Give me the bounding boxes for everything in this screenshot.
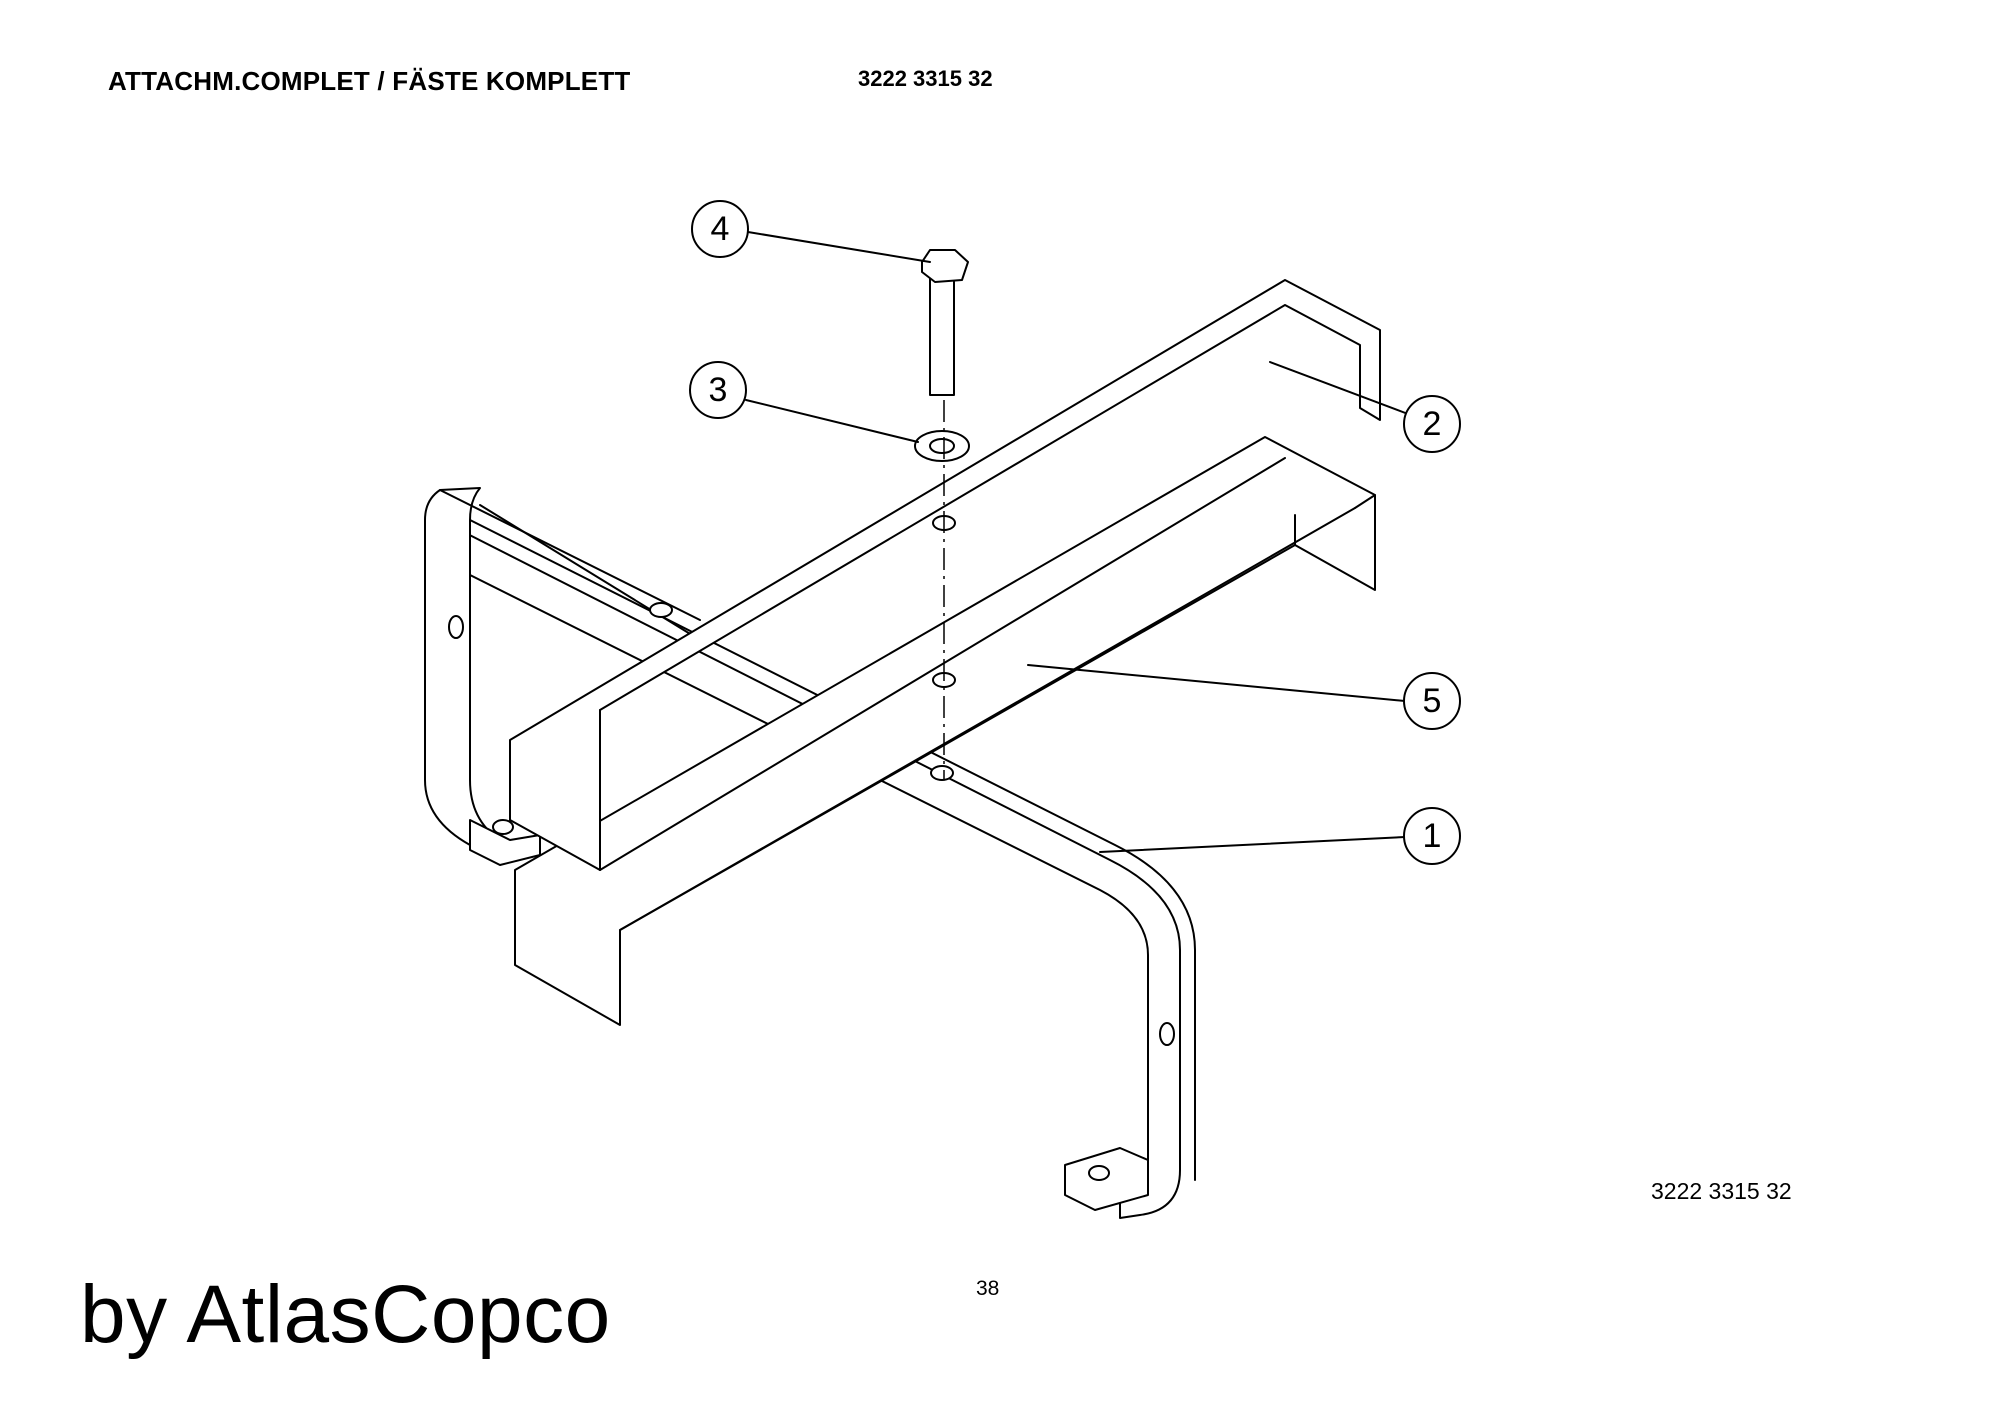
- callout-5: 5: [1403, 672, 1461, 730]
- page-title: ATTACHM.COMPLET / FÄSTE KOMPLETT: [108, 66, 631, 96]
- part-3-washer: [914, 430, 970, 462]
- watermark: by AtlasCopco: [80, 1269, 611, 1360]
- callout-4: 4: [691, 200, 749, 258]
- drawing-number: 3222 3315 32: [1651, 1178, 1792, 1204]
- callout-label: 5: [1423, 682, 1442, 720]
- page-number: 38: [976, 1277, 1000, 1300]
- callout-label: 2: [1423, 405, 1442, 443]
- part-4-bolt: [921, 249, 969, 396]
- callout-label: 3: [709, 371, 728, 409]
- part-5-lower-channel: [514, 436, 1376, 1026]
- leader-line-4: [747, 231, 931, 263]
- leader-line-2: [1269, 361, 1409, 415]
- part-2-upper-channel: [509, 279, 1381, 871]
- leader-line-3: [745, 399, 919, 443]
- callout-label: 1: [1423, 817, 1442, 855]
- leader-line-5: [1027, 664, 1406, 702]
- part-number: 3222 3315 32: [858, 66, 993, 91]
- callout-2: 2: [1403, 395, 1461, 453]
- part-1-base-bracket: [439, 519, 1196, 1219]
- leader-line-1: [1099, 836, 1406, 853]
- callout-1: 1: [1403, 807, 1461, 865]
- part-1-left-end: [424, 487, 701, 866]
- callout-3: 3: [689, 361, 747, 419]
- callout-label: 4: [711, 210, 730, 248]
